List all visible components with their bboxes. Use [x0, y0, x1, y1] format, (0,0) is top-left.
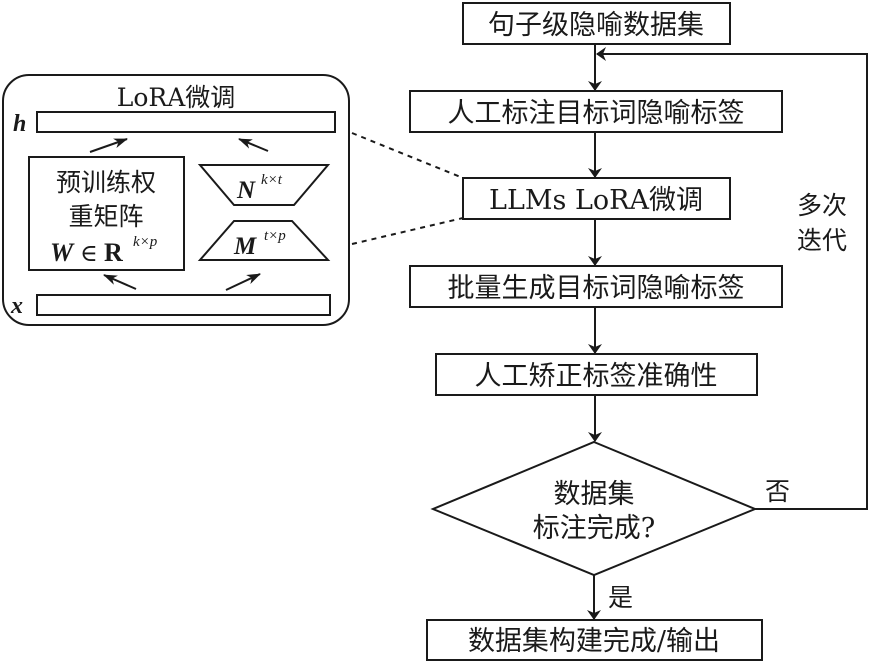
- step-dataset-label: 句子级隐喻数据集: [488, 10, 704, 41]
- lora-panel-title: LoRA微调: [117, 83, 236, 112]
- decision-no-label: 否: [765, 477, 790, 506]
- matrix-N-trapezoid: [197, 164, 331, 206]
- decision-complete: 数据集 标注完成?: [430, 440, 758, 577]
- step-output: 数据集构建完成/输出: [426, 619, 763, 661]
- weight-box-line1: 预训练权: [56, 168, 156, 197]
- weight-box-line2: 重矩阵: [68, 202, 143, 231]
- arrow-x-to-weight: [103, 274, 137, 290]
- decision-line2: 标注完成?: [533, 513, 655, 544]
- step-manual-label: 人工标注目标词隐喻标签: [409, 90, 783, 133]
- arrow-weight-to-h: [89, 138, 128, 153]
- decision-yes-label: 是: [608, 583, 633, 612]
- matrix-M-trapezoid: [197, 220, 331, 261]
- math-R: R: [104, 238, 123, 267]
- loop-label-line2: 迭代: [797, 226, 847, 255]
- h-label: h: [13, 111, 26, 137]
- loop-label-line1: 多次: [797, 191, 847, 220]
- pretrained-weight-border: [28, 156, 185, 271]
- input-bar: [36, 294, 331, 316]
- feedback-loop-arrow: [596, 47, 868, 510]
- step-dataset-box: [462, 2, 731, 45]
- math-W: W: [50, 238, 75, 267]
- pretrained-weight-box: 预训练权 重矩阵 W ∈ R k×p: [28, 156, 185, 271]
- dashed-connector-bottom: [351, 217, 464, 245]
- step-batch-generate: 批量生成目标词隐喻标签: [409, 265, 783, 308]
- hidden-output-bar: [36, 111, 336, 133]
- step-manual-label-box: [409, 90, 783, 133]
- step-output-label: 数据集构建完成/输出: [468, 626, 720, 657]
- step-lora-finetune-box: [462, 177, 731, 220]
- decision-line1: 数据集: [554, 479, 635, 510]
- dashed-connector-top: [351, 132, 464, 179]
- x-label: x: [10, 293, 23, 319]
- step-manual-correct: 人工矫正标签准确性: [435, 353, 758, 396]
- step-batch-generate-box: [409, 265, 783, 308]
- step-lora-finetune-label: LLMs LoRA微调: [489, 185, 703, 216]
- matrix-M-base: M: [233, 233, 257, 260]
- lora-panel: LoRA微调 h x 预训练权 重矩阵 W ∈ R k×p N k×t M t×…: [2, 74, 350, 326]
- math-R-superscript: k×p: [133, 234, 158, 250]
- matrix-M-superscript: t×p: [264, 228, 286, 244]
- step-manual-correct-box: [435, 353, 758, 396]
- step-lora-finetune: LLMs LoRA微调: [462, 177, 731, 220]
- matrix-N-base: N: [236, 177, 256, 204]
- lora-panel-border: [2, 74, 350, 326]
- arrow-x-to-M: [225, 273, 261, 291]
- math-element-of: ∈: [80, 239, 98, 267]
- matrix-M-block: M t×p: [197, 220, 331, 261]
- step-manual-label-label: 人工标注目标词隐喻标签: [448, 98, 745, 129]
- matrix-N-superscript: k×t: [261, 172, 283, 188]
- step-manual-correct-label: 人工矫正标签准确性: [475, 361, 718, 392]
- step-output-box: [426, 619, 763, 661]
- matrix-N-block: N k×t: [197, 164, 331, 206]
- step-batch-generate-label: 批量生成目标词隐喻标签: [448, 273, 745, 304]
- arrow-N-to-h: [238, 138, 269, 152]
- step-dataset: 句子级隐喻数据集: [462, 2, 731, 45]
